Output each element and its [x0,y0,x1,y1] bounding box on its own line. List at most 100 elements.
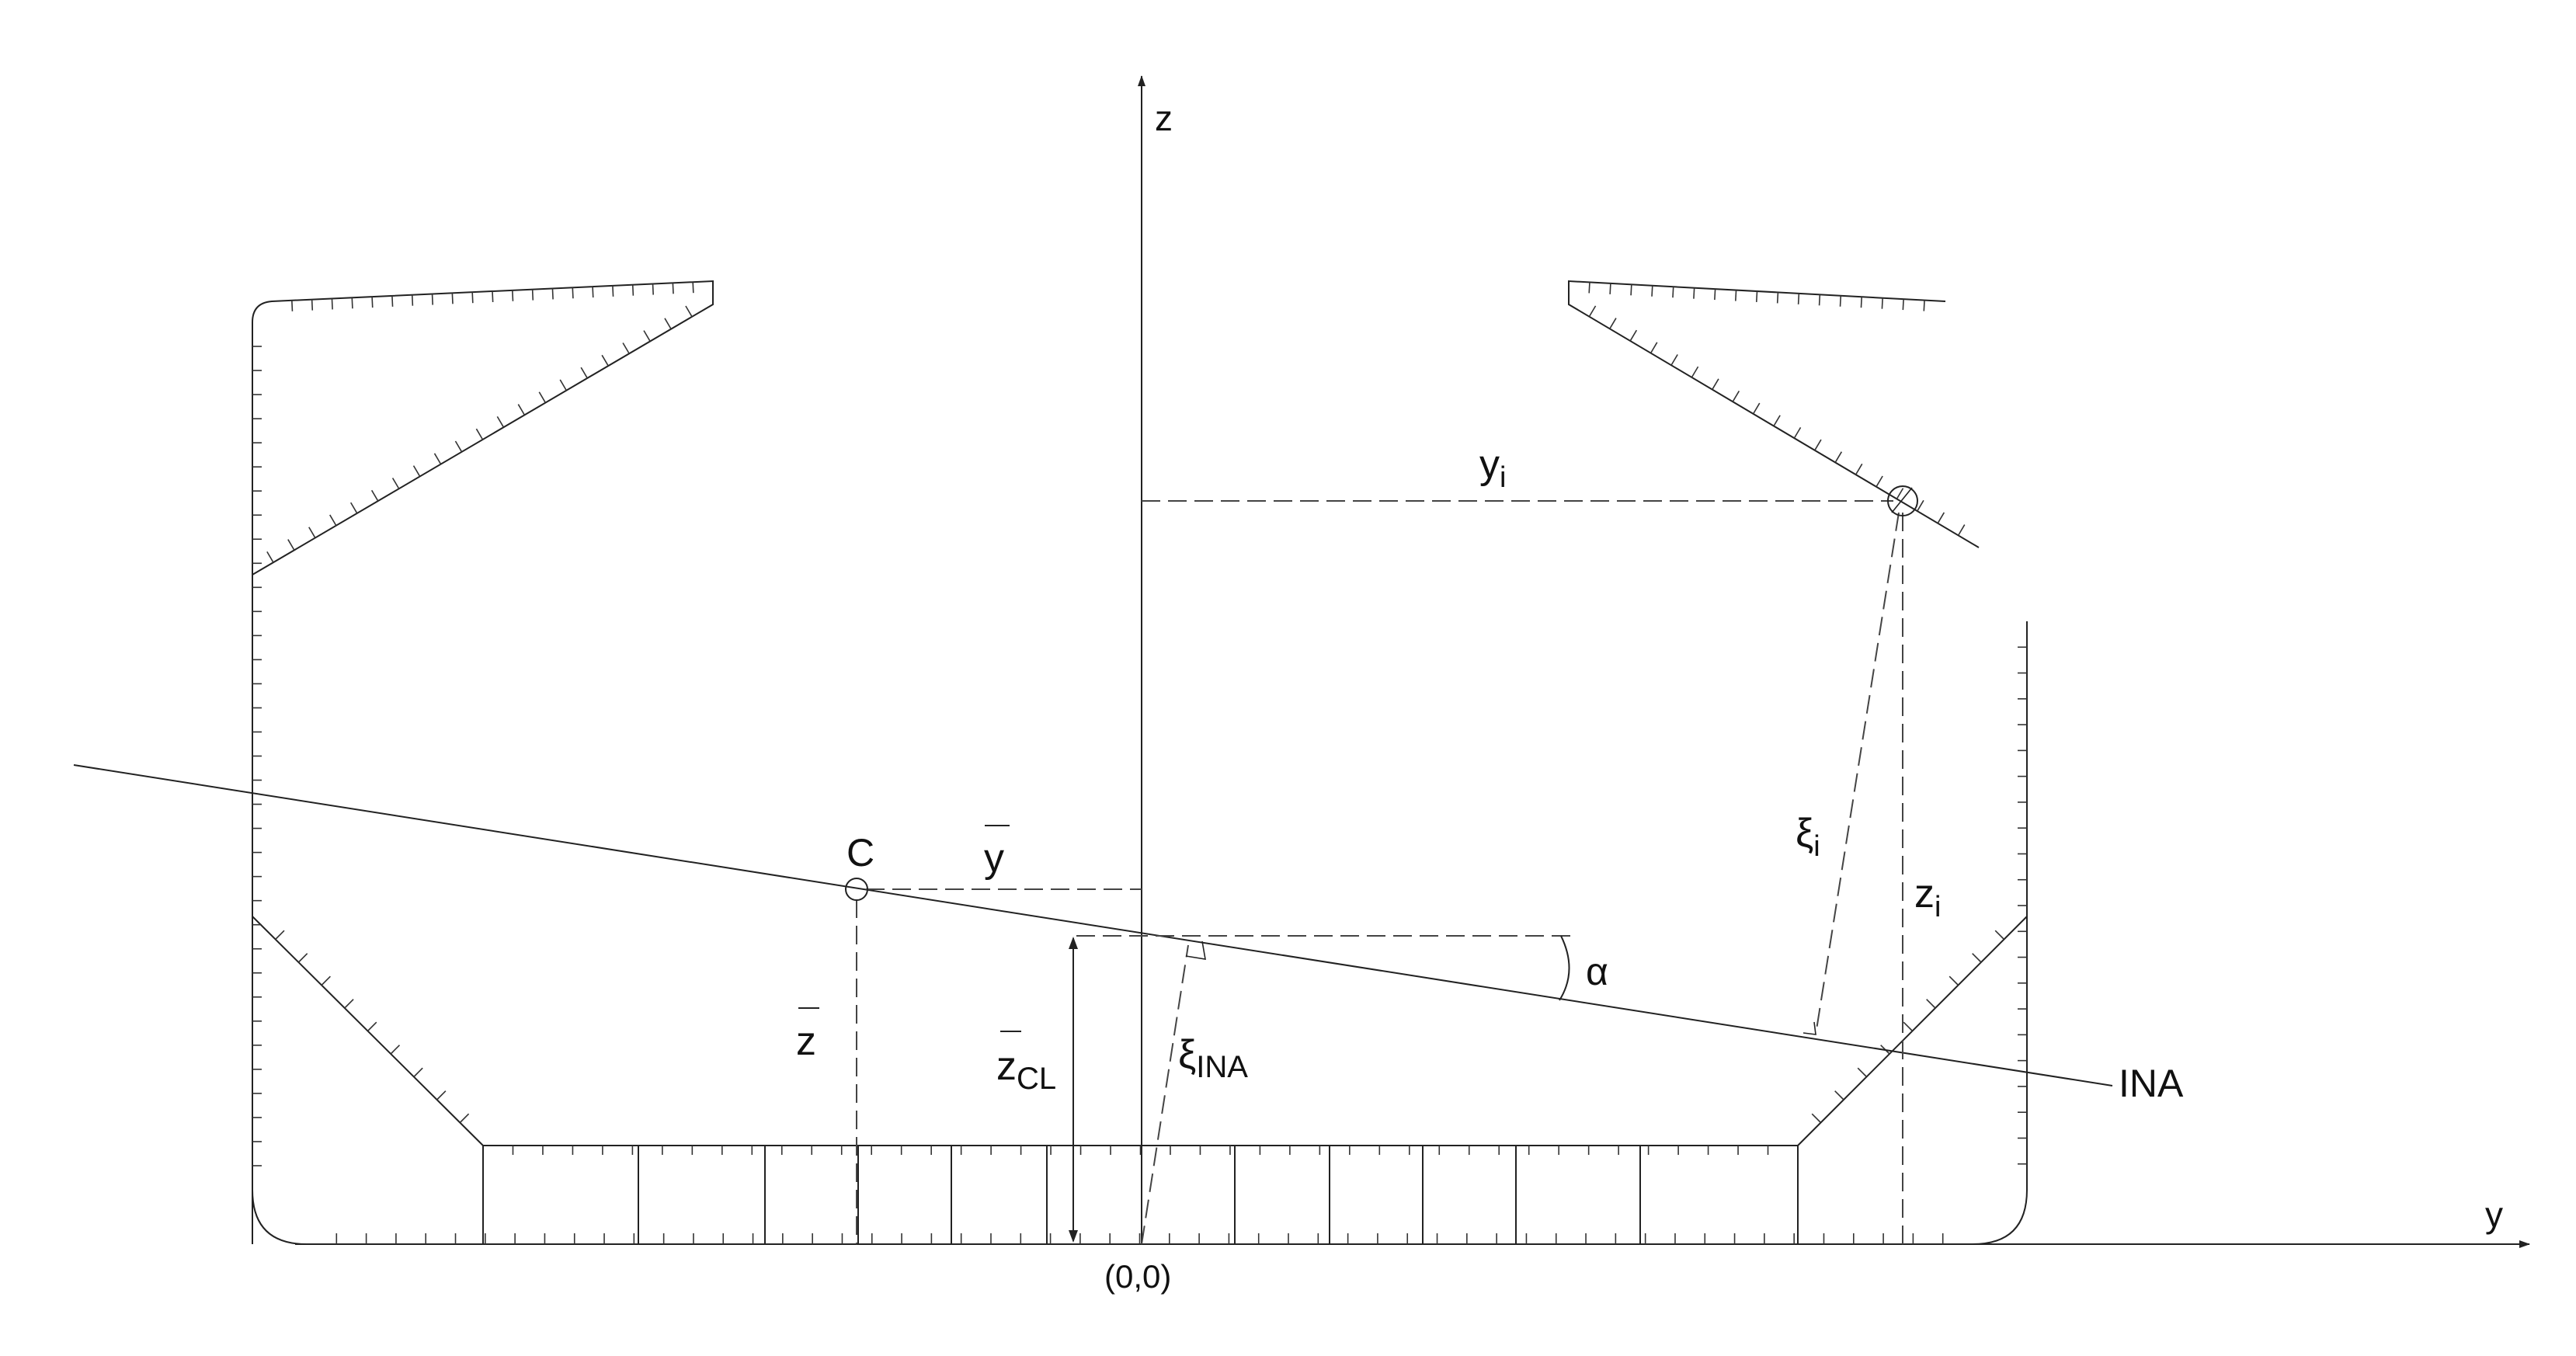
stiffener-tick [572,287,574,299]
stiffener-tick [1857,1067,1868,1078]
stiffener-tick [496,415,505,428]
stiffener-tick [1732,391,1740,402]
zi-label: zi [1914,871,1941,923]
yi-label: yi [1479,442,1506,494]
stiffener-tick [1957,524,1966,536]
stiffener-tick [311,299,314,311]
stiffener-tick [622,342,630,354]
stiffener-tick [412,465,421,477]
stiffener-tick [1860,297,1863,308]
stiffener-tick [1834,1090,1844,1100]
stiffener-tick [580,367,588,379]
centroid-marker [845,878,868,901]
stiffener-tick [1855,463,1863,475]
stiffener-tick [390,1045,401,1055]
stiffener-tick [351,297,353,309]
stiffener-tick [371,297,374,308]
stiffener-tick [692,282,694,294]
left-hull-side [252,1189,308,1245]
stiffener-tick [1793,426,1802,439]
stiffener-tick [471,292,474,304]
stiffener-tick [631,284,634,296]
stiffener-tick [1926,999,1936,1009]
stiffener-tick [1691,366,1699,378]
stiffener-tick [1650,342,1658,354]
stiffener-tick [1651,285,1653,297]
left-hull-shell [252,280,714,1190]
stiffener-tick [329,514,337,527]
zcl-arrow-bottom [1069,1230,1078,1243]
stiffener-tick [433,453,442,465]
point-i-marker [1887,485,1918,516]
stiffener-tick [291,300,294,311]
stiffener-tick [344,999,354,1009]
stiffener-tick [685,305,693,318]
stiffener-tick [475,428,484,440]
stiffener-ticks [252,282,2027,1244]
stiffener-tick [349,502,358,514]
stiffener-tick [454,440,463,453]
stiffener-tick [1811,1113,1822,1124]
stiffener-tick [436,1090,447,1100]
stiffener-tick [601,354,609,367]
stiffener-tick [1937,512,1945,524]
zcl-arrow-top [1069,937,1078,949]
ina-label: INA [2119,1062,2184,1105]
stiffener-tick [287,539,295,551]
stiffener-tick [275,930,285,941]
stiffener-tick [391,478,400,489]
right-bilge [1972,621,2028,1245]
stiffener-tick [370,489,379,502]
stiffener-tick [1903,1021,1914,1032]
alpha-arc [1559,935,1570,1001]
stiffener-tick [1917,499,1924,512]
stiffener-tick [1752,402,1761,415]
stiffener-tick [1609,283,1611,294]
stiffener-tick [1949,975,1959,986]
stiffener-tick [1609,318,1617,329]
stiffener-tick [531,289,534,301]
stiffener-tick [459,1113,470,1124]
stiffener-tick [1693,287,1695,299]
stiffener-tick [652,283,654,295]
stiffener-tick [1588,282,1590,294]
stiffener-tick [266,551,274,563]
stiffener-tick [1773,415,1781,426]
stiffener-tick [643,330,651,342]
stiffener-tick [664,318,672,330]
stiffener-tick [413,1067,423,1078]
point-i-tick [1891,487,1913,513]
right-angle-marks [1185,941,1816,1035]
stiffener-tick [559,379,568,391]
stiffener-tick [492,290,494,303]
stiffener-tick [321,975,331,986]
stiffener-tick [308,527,316,538]
stiffener-tick [1588,305,1597,318]
stiffener-tick [1630,284,1632,296]
stiffener-tick [1814,439,1822,451]
stiffener-tick [517,404,526,415]
stiffener-tick [1712,378,1719,390]
stiffener-tick [1876,475,1883,488]
stiffener-tick [391,295,394,307]
right-wing-tank [1568,280,1980,548]
stiffener-tick [367,1021,377,1032]
stiffener-tick [1629,329,1638,342]
neutral-axis-ina [73,764,2113,1087]
zcl-label: zCL [996,1044,1056,1096]
stiffener-tick [1670,354,1678,366]
stiffener-tick [451,293,454,304]
stiffener-tick [551,288,554,300]
stiffener-tick [297,953,308,963]
stiffener-tick [1672,287,1674,298]
stiffener-tick [1896,488,1904,499]
stiffener-tick [1834,451,1843,463]
stiffener-tick [612,285,614,297]
zbar-label: z [796,1019,816,1064]
centroid-label: C [846,831,874,874]
construction-lines [856,500,1903,1245]
origin-label: (0,0) [1104,1258,1171,1295]
stiffener-tick [1994,930,2005,941]
y-axis-label: y [2485,1194,2503,1235]
